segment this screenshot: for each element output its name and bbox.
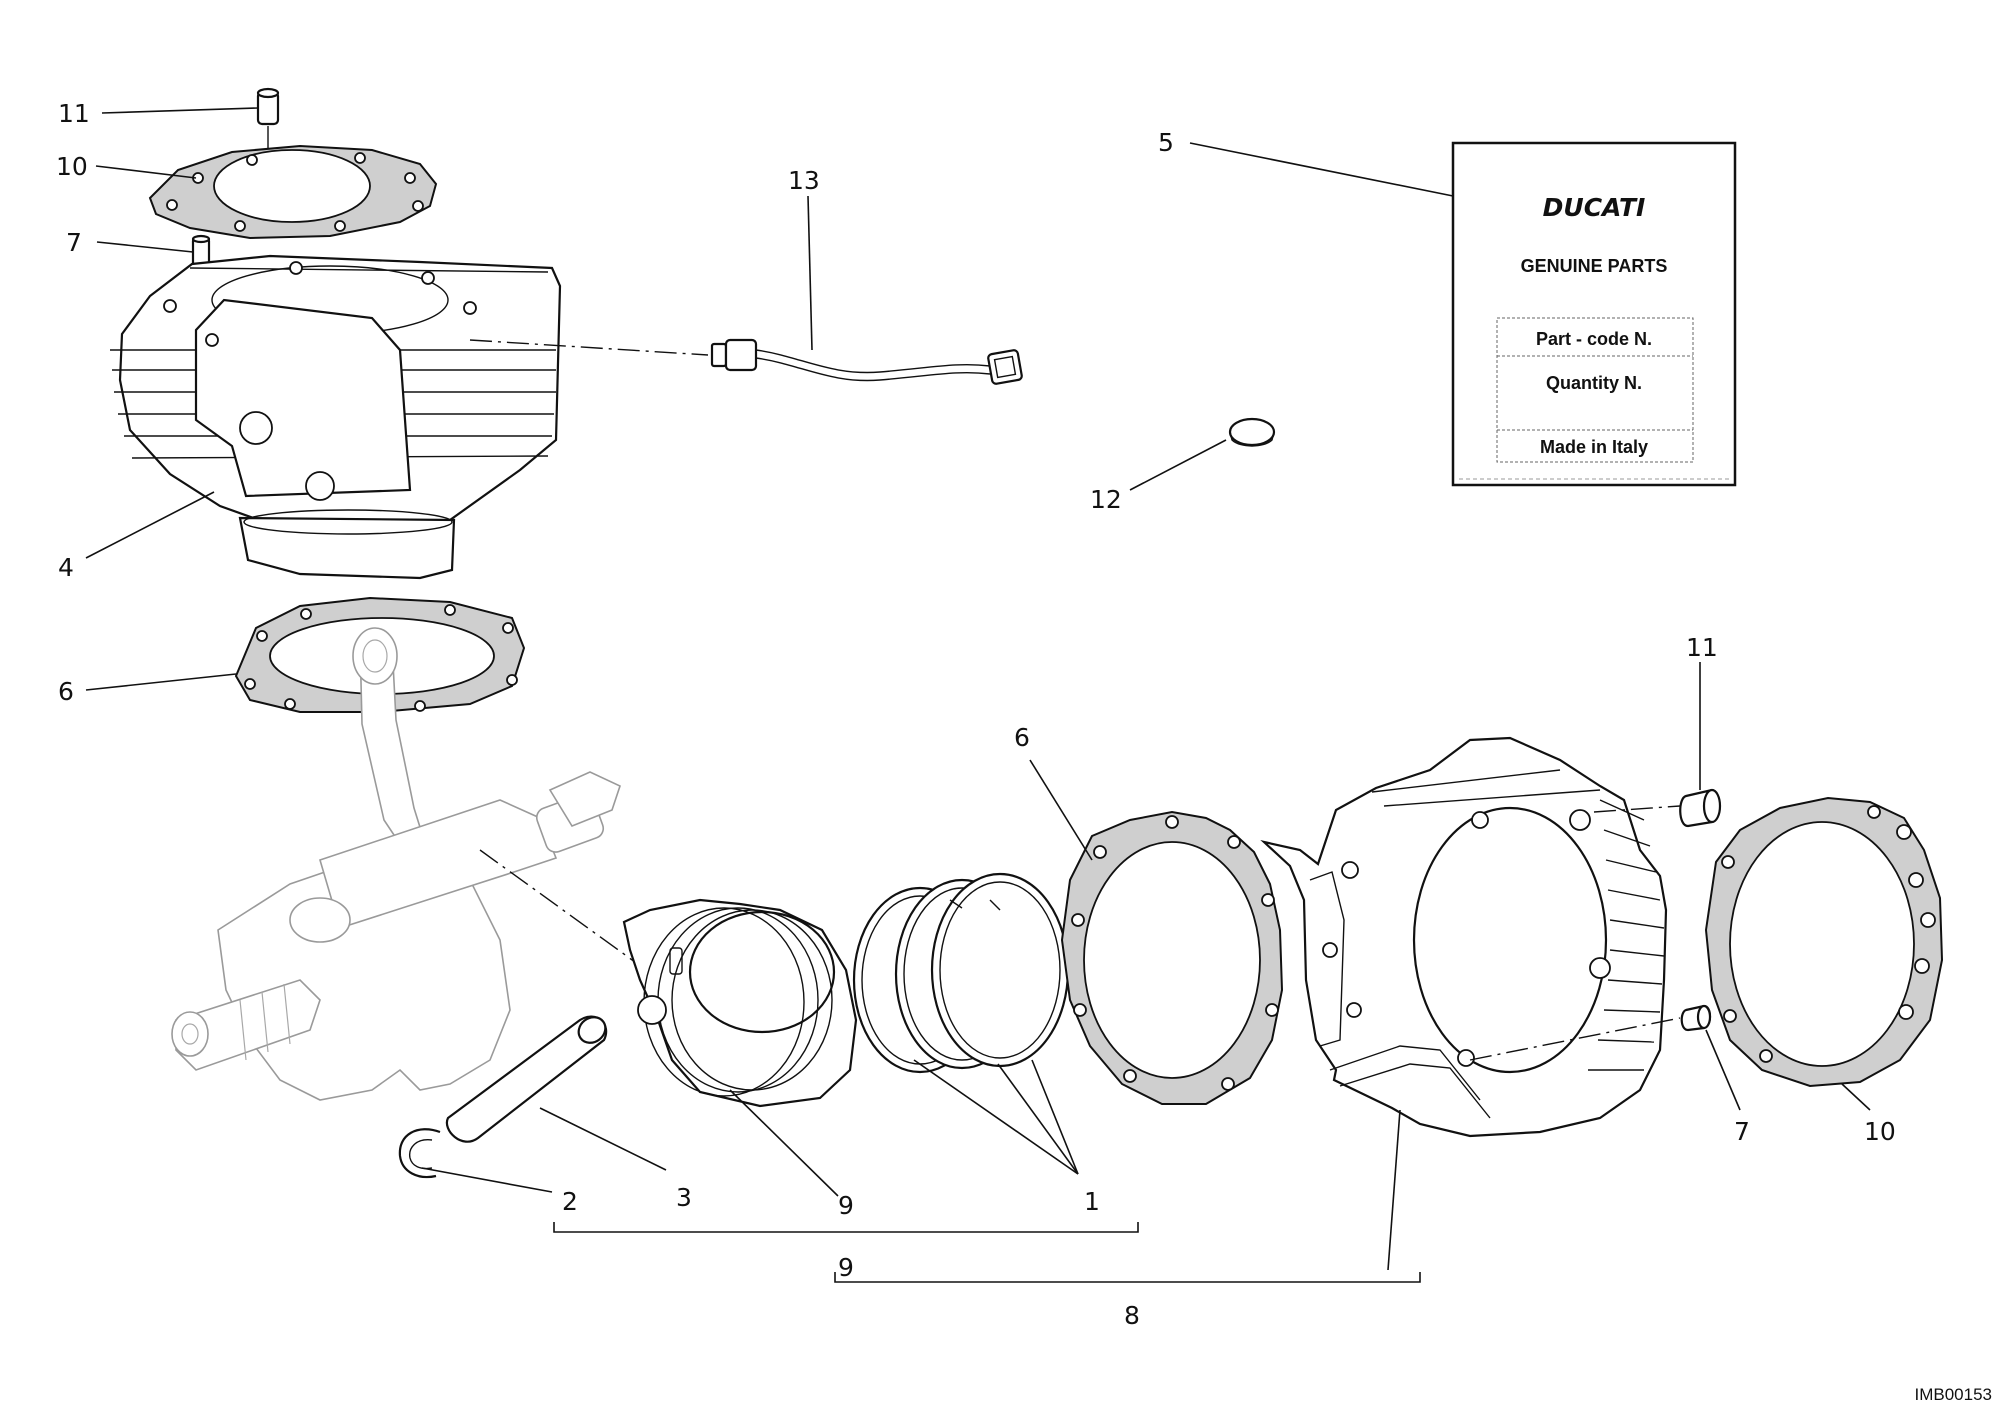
figure-code: IMB00153: [1915, 1385, 1993, 1404]
crankshaft-ghost: [171, 627, 621, 1101]
callout-3: 3: [676, 1183, 692, 1212]
cylinder-barrel: [110, 254, 562, 580]
group-bracket-9: [553, 1222, 1139, 1233]
card-part-code: Part - code N.: [1536, 329, 1652, 349]
callout-9-lower: 9: [838, 1253, 854, 1282]
callout-11-right: 11: [1686, 633, 1718, 662]
dowel-sleeve-top: [256, 87, 280, 150]
callout-1: 1: [1084, 1187, 1100, 1216]
cap-plug: [1228, 417, 1276, 447]
leader-lines: [85, 107, 1871, 1271]
callout-10-top: 10: [56, 152, 88, 181]
callout-7-right: 7: [1734, 1117, 1750, 1146]
base-gasket-mid: [1060, 810, 1284, 1105]
temperature-sensor: [469, 338, 1023, 385]
callout-12: 12: [1090, 485, 1122, 514]
callout-11-top: 11: [58, 99, 90, 128]
callout-10-right: 10: [1864, 1117, 1896, 1146]
callout-6-mid: 6: [1014, 723, 1030, 752]
piston: [479, 849, 858, 1108]
group-bracket-8: [834, 1272, 1421, 1283]
piston-rings: [852, 872, 1070, 1074]
callout-5: 5: [1158, 128, 1174, 157]
card-brand-text: DUCATI: [1543, 193, 1646, 222]
head-gasket-top: [148, 144, 438, 240]
callout-9-upper: 9: [838, 1191, 854, 1220]
callout-4: 4: [58, 553, 74, 582]
card-heading: GENUINE PARTS: [1521, 256, 1668, 276]
callout-6-left: 6: [58, 677, 74, 706]
head-gasket-right: [1704, 796, 1944, 1088]
card-made-in: Made in Italy: [1540, 437, 1648, 457]
piston-pin: [445, 1015, 608, 1143]
callout-numbers: 11 10 7 4 6 13 5 12 6 11 7 10 2 3 9 1 9 …: [56, 99, 1896, 1330]
cylinder-barrel-right: [1260, 736, 1681, 1138]
callout-8: 8: [1124, 1301, 1140, 1330]
callout-13: 13: [788, 166, 820, 195]
card-quantity: Quantity N.: [1546, 373, 1642, 393]
dowel-sleeve-right: [1679, 788, 1722, 828]
dowel-right-small: [1680, 1004, 1712, 1032]
genuine-parts-label-card: DUCATI GENUINE PARTS Part - code N. Quan…: [1451, 141, 1737, 487]
callout-7-top: 7: [66, 228, 82, 257]
callout-2: 2: [562, 1187, 578, 1216]
